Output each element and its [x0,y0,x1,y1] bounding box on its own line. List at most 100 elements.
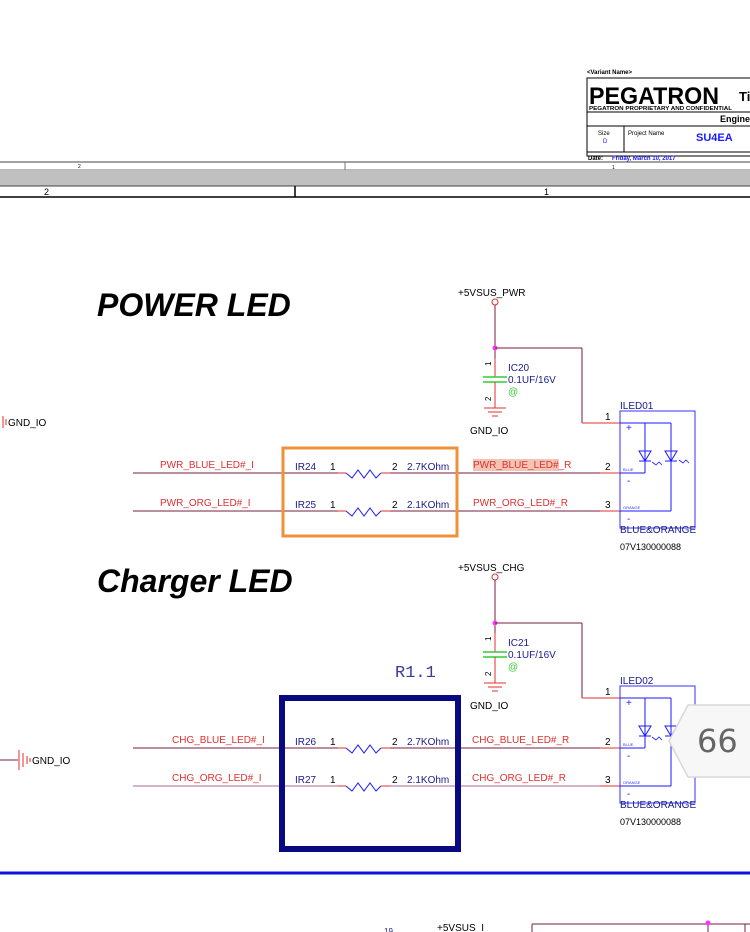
svg-text:BLUE: BLUE [623,467,634,472]
resistor-icon [345,744,382,754]
charger-led-section: Charger LED GND_IO +5VSUS_CHG 1 2 IC21 0… [0,563,696,852]
resistor-pin2: 2 [392,775,398,786]
resistor-pin2: 2 [392,737,398,748]
resistor-value: 2.1KOhm [407,775,449,786]
left-gnd-label: GND_IO [32,756,71,767]
svg-text:+: + [626,698,632,709]
supply-label: +5VSUS_I [437,923,484,932]
cap-value: 0.1UF/16V [508,375,556,386]
resistor-pin2: 2 [392,500,398,511]
project-label: Project Name [628,131,665,137]
led-ref: ILED02 [620,676,654,687]
left-gnd-label: GND_IO [8,418,47,429]
led-pin2: 2 [605,737,611,748]
cap-marker: @ [508,662,518,673]
cap-gnd-label: GND_IO [470,426,509,437]
confidential-notice: PEGATRON PROPRIETARY AND CONFIDENTIAL [589,106,732,112]
highlight-box-orange [281,446,459,538]
engineer-label: Engine [720,114,750,124]
resistor-pin1: 1 [330,775,336,786]
svg-text:ORANGE: ORANGE [623,780,641,785]
led-desc: BLUE&ORANGE [620,525,696,536]
resistor-value: 2.7KOhm [407,737,449,748]
svg-text:-: - [627,751,630,762]
net-label-out: PWR_BLUE_LED#_R [473,460,571,471]
led-desc: BLUE&ORANGE [620,800,696,811]
variant-name: <Variant Name> [587,70,633,76]
cap-pin1: 1 [484,636,493,641]
led-pin3: 3 [605,500,611,511]
resistor-icon [345,782,382,792]
size-label: Size [598,131,610,137]
svg-text:BLUE: BLUE [623,742,634,747]
project-value: SU4EA [696,132,733,144]
date-value: Friday, March 10, 2017 [612,156,676,162]
svg-text:-: - [627,514,630,525]
bottom-section: +5VSUS_I 19 [384,920,750,932]
junction-dot [705,920,711,926]
zone-top-2: 2 [78,164,81,170]
cap-marker: @ [508,387,518,398]
svg-text:ORANGE: ORANGE [623,505,641,510]
net-label-in: PWR_ORG_LED#_I [160,498,251,509]
net-label-out: CHG_ORG_LED#_R [472,773,566,784]
net-label-in: PWR_BLUE_LED#_I [160,460,254,471]
supply-label: +5VSUS_CHG [458,563,525,574]
title-partial: Ti [739,89,750,104]
small-col-label: 1 [612,165,615,171]
led-ref: ILED01 [620,401,654,412]
power-port-icon [491,573,499,581]
cap-pin2: 2 [484,671,493,676]
led-part-number: 07V130000088 [620,542,681,552]
revision-tag: R1.1 [395,664,436,683]
net-label-out: CHG_BLUE_LED#_R [472,735,569,746]
cap-gnd-label: GND_IO [470,701,509,712]
led-pin1: 1 [605,687,611,698]
led-pin3: 3 [605,775,611,786]
charger-led-heading: Charger LED [97,563,293,599]
resistor-icon [345,469,382,479]
zone-bottom-2: 2 [44,187,49,197]
net-label-in: CHG_BLUE_LED#_I [172,735,265,746]
svg-text:-: - [627,789,630,800]
title-block: <Variant Name> PEGATRON Ti PEGATRON PROP… [586,70,750,171]
resistor-value: 2.7KOhm [407,462,449,473]
page-badge-number: 66 [697,722,738,760]
resistor-pin2: 2 [392,462,398,473]
resistor-value: 2.1KOhm [407,500,449,511]
ground-icon [484,682,506,692]
zone-bar: 2 2 1 [0,161,750,198]
dual-led-icon: + BLUE - ORANGE - [619,410,696,529]
company-logo: PEGATRON [589,83,719,110]
power-led-heading: POWER LED [97,287,291,323]
ground-icon [484,407,506,417]
led-pin1: 1 [605,412,611,423]
net-label-in: CHG_ORG_LED#_I [172,773,261,784]
partial-ref: 19 [384,927,393,932]
resistor-ref: IR27 [295,775,317,786]
supply-label: +5VSUS_PWR [458,288,526,299]
resistor-ref: IR26 [295,737,317,748]
highlight-box-navy [279,695,461,852]
led-part-number: 07V130000088 [620,817,681,827]
resistor-pin1: 1 [330,737,336,748]
cap-pin1: 1 [484,361,493,366]
page-badge[interactable] [668,704,750,778]
led-pin2: 2 [605,462,611,473]
resistor-ref: IR24 [295,462,317,473]
svg-text:-: - [627,476,630,487]
resistor-pin1: 1 [330,462,336,473]
power-port-icon [491,298,499,306]
resistor-icon [345,507,382,517]
date-label: Date: [588,156,603,162]
text-selection-highlight [473,459,559,471]
zone-bottom-1: 1 [544,187,549,197]
resistor-ref: IR25 [295,500,317,511]
cap-value: 0.1UF/16V [508,650,556,661]
size-value: D [603,139,608,145]
svg-text:+: + [626,423,632,434]
resistor-pin1: 1 [330,500,336,511]
power-led-section: POWER LED GND_IO +5VSUS_PWR 1 2 IC20 0.1… [2,287,696,552]
net-label-out: PWR_ORG_LED#_R [473,498,568,509]
